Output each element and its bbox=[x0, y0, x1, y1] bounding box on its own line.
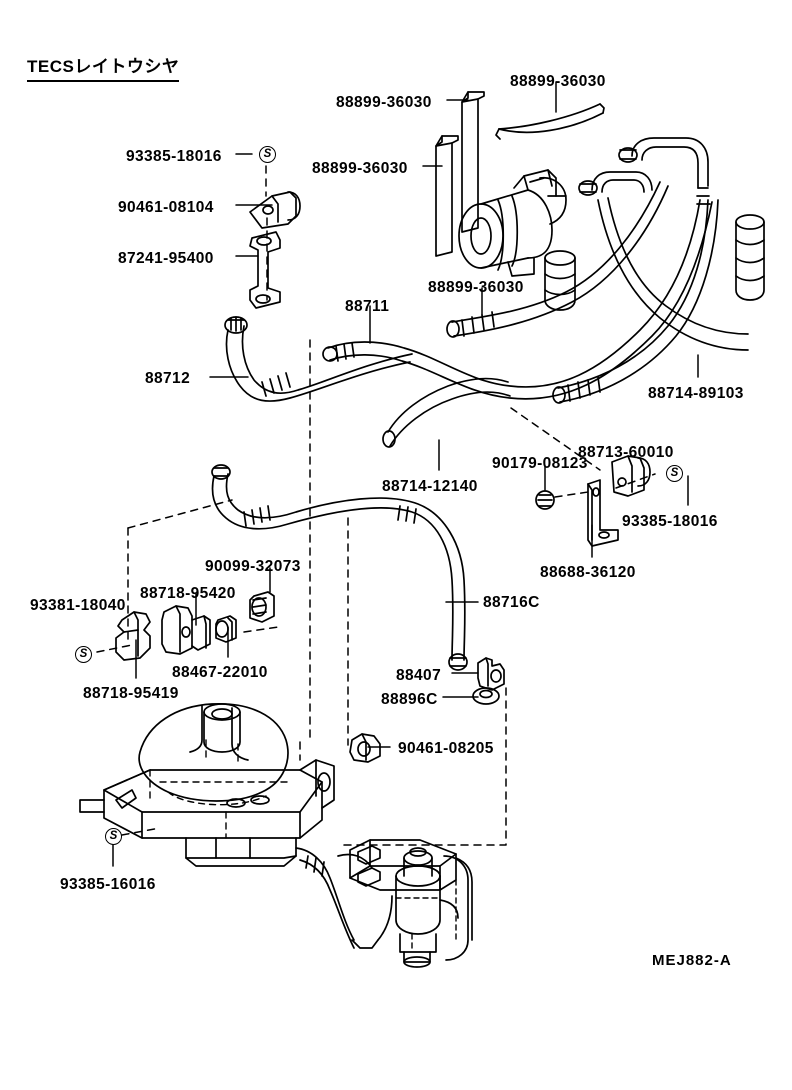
part-label-88407: 88407 bbox=[396, 667, 442, 684]
hose-stub-center bbox=[451, 250, 576, 323]
bracket-88688-36120 bbox=[587, 479, 619, 547]
oring-88896C bbox=[472, 687, 500, 705]
part-label-88716C: 88716C bbox=[483, 594, 540, 611]
clip-88407 bbox=[477, 657, 505, 691]
pipe-elbow-outer bbox=[618, 137, 711, 205]
liquid-tube-88716C bbox=[211, 464, 468, 671]
insulator-strip-lower bbox=[435, 135, 459, 257]
part-label-88688-36120: 88688-36120 bbox=[540, 564, 636, 581]
part-label-93381-18040: 93381-18040 bbox=[30, 597, 126, 614]
pipe-elbow-inner bbox=[578, 171, 653, 196]
part-label-88467-22010: 88467-22010 bbox=[172, 664, 268, 681]
clamp-90461-08205 bbox=[349, 733, 381, 763]
s-marker-93385-18016-top: S bbox=[259, 146, 276, 163]
part-label-88711: 88711 bbox=[345, 298, 390, 315]
part-label-87241-95400: 87241-95400 bbox=[118, 250, 214, 267]
part-label-88896C: 88896C bbox=[381, 691, 438, 708]
part-label-88712: 88712 bbox=[145, 370, 191, 387]
part-label-88899-36030-d: 88899-36030 bbox=[428, 279, 524, 296]
discharge-hose-88712 bbox=[224, 316, 413, 402]
part-label-88899-36030-c: 88899-36030 bbox=[312, 160, 408, 177]
nut-90179-08123 bbox=[535, 490, 555, 510]
part-label-88714-12140: 88714-12140 bbox=[382, 478, 478, 495]
bracket-87241-95400 bbox=[249, 231, 281, 309]
suction-hose-88711 bbox=[322, 199, 713, 400]
lower-hoses bbox=[295, 847, 393, 949]
diagram-title-text: TECSレイトウシヤ bbox=[27, 52, 180, 82]
clamp-90461-08104 bbox=[249, 191, 301, 229]
grommet-88467-22010 bbox=[215, 615, 237, 643]
insulator-curved bbox=[495, 103, 605, 140]
part-label-90099-32073: 90099-32073 bbox=[205, 558, 301, 575]
refrigeration-unit bbox=[79, 703, 335, 867]
s-marker-93385-18016-mid: S bbox=[666, 465, 683, 482]
part-label-93385-18016-top: 93385-18016 bbox=[126, 148, 222, 165]
part-label-88713-60010: 88713-60010 bbox=[578, 444, 674, 461]
part-label-93385-16016: 93385-16016 bbox=[60, 876, 156, 893]
compressor bbox=[458, 169, 567, 277]
part-label-88899-36030-a: 88899-36030 bbox=[336, 94, 432, 111]
s-marker-93381-18040: S bbox=[75, 646, 92, 663]
part-label-90461-08104: 90461-08104 bbox=[118, 199, 214, 216]
grommet-90099-32073 bbox=[249, 591, 275, 623]
clamp-88713-60010 bbox=[611, 455, 651, 497]
dashed-reference-lines bbox=[96, 165, 656, 846]
part-label-88714-89103: 88714-89103 bbox=[648, 385, 744, 402]
part-label-90461-08205: 90461-08205 bbox=[398, 740, 494, 757]
leader-lines bbox=[112, 81, 699, 867]
diagram-code: MEJ882-A bbox=[652, 952, 732, 969]
part-label-88899-36030-b: 88899-36030 bbox=[510, 73, 606, 90]
expansion-valve-assembly bbox=[349, 839, 473, 968]
hose-cluster-right bbox=[446, 181, 749, 404]
diagram-title: TECSレイトウシヤ bbox=[27, 52, 180, 82]
part-label-88718-95420: 88718-95420 bbox=[140, 585, 236, 602]
insulator-strip-upper bbox=[461, 91, 485, 233]
part-label-90179-08123: 90179-08123 bbox=[492, 455, 588, 472]
part-label-88718-95419: 88718-95419 bbox=[83, 685, 179, 702]
clamp-88718-95419 bbox=[115, 611, 151, 661]
s-marker-93385-16016: S bbox=[105, 828, 122, 845]
hose-stub-right bbox=[735, 214, 765, 301]
hose-88714-12140 bbox=[382, 377, 511, 448]
part-label-93385-18016-mid: 93385-18016 bbox=[622, 513, 718, 530]
clamp-88718-95420 bbox=[161, 605, 211, 655]
